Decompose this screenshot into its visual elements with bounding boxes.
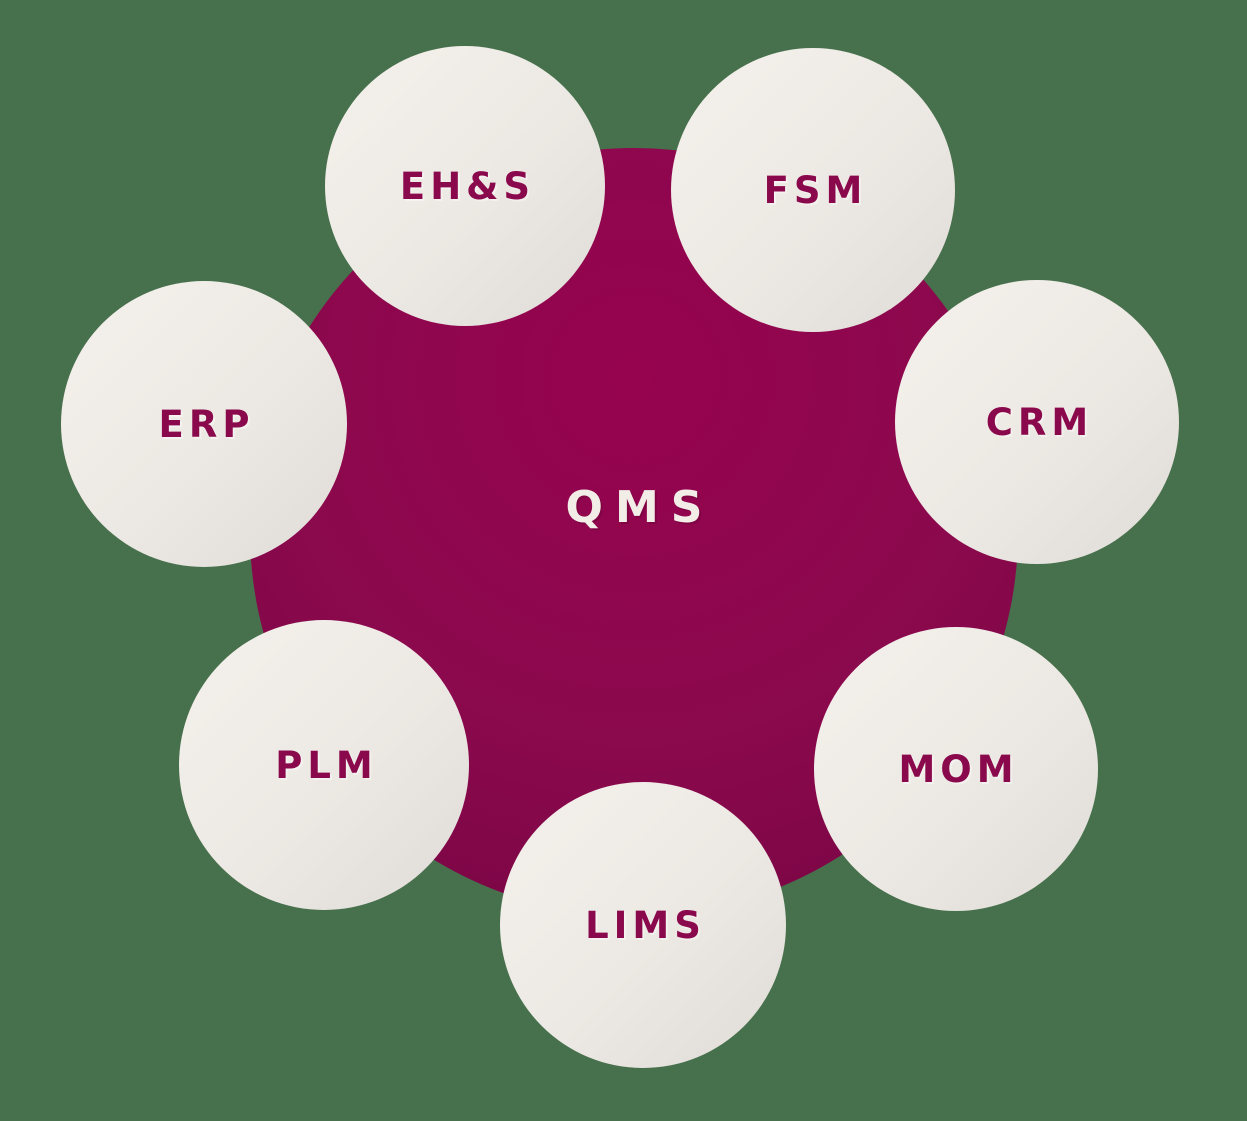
satellite-label-ehs: EH&S: [399, 164, 536, 208]
satellite-label-crm: CRM: [985, 400, 1094, 444]
satellite-circle-erp: ERP: [61, 281, 347, 567]
satellite-circle-mom: MOM: [814, 627, 1098, 911]
satellite-label-lims: LIMS: [585, 903, 706, 947]
satellite-circle-lims: LIMS: [500, 782, 786, 1068]
satellite-label-plm: PLM: [275, 743, 378, 787]
center-label-qms: QMS: [565, 481, 715, 533]
satellite-label-fsm: FSM: [763, 168, 868, 212]
satellite-circle-plm: PLM: [179, 620, 469, 910]
satellite-circle-ehs: EH&S: [325, 46, 605, 326]
satellite-circle-fsm: FSM: [671, 48, 955, 332]
satellite-label-erp: ERP: [158, 402, 255, 446]
satellite-circle-crm: CRM: [895, 280, 1179, 564]
satellite-label-mom: MOM: [898, 747, 1019, 791]
